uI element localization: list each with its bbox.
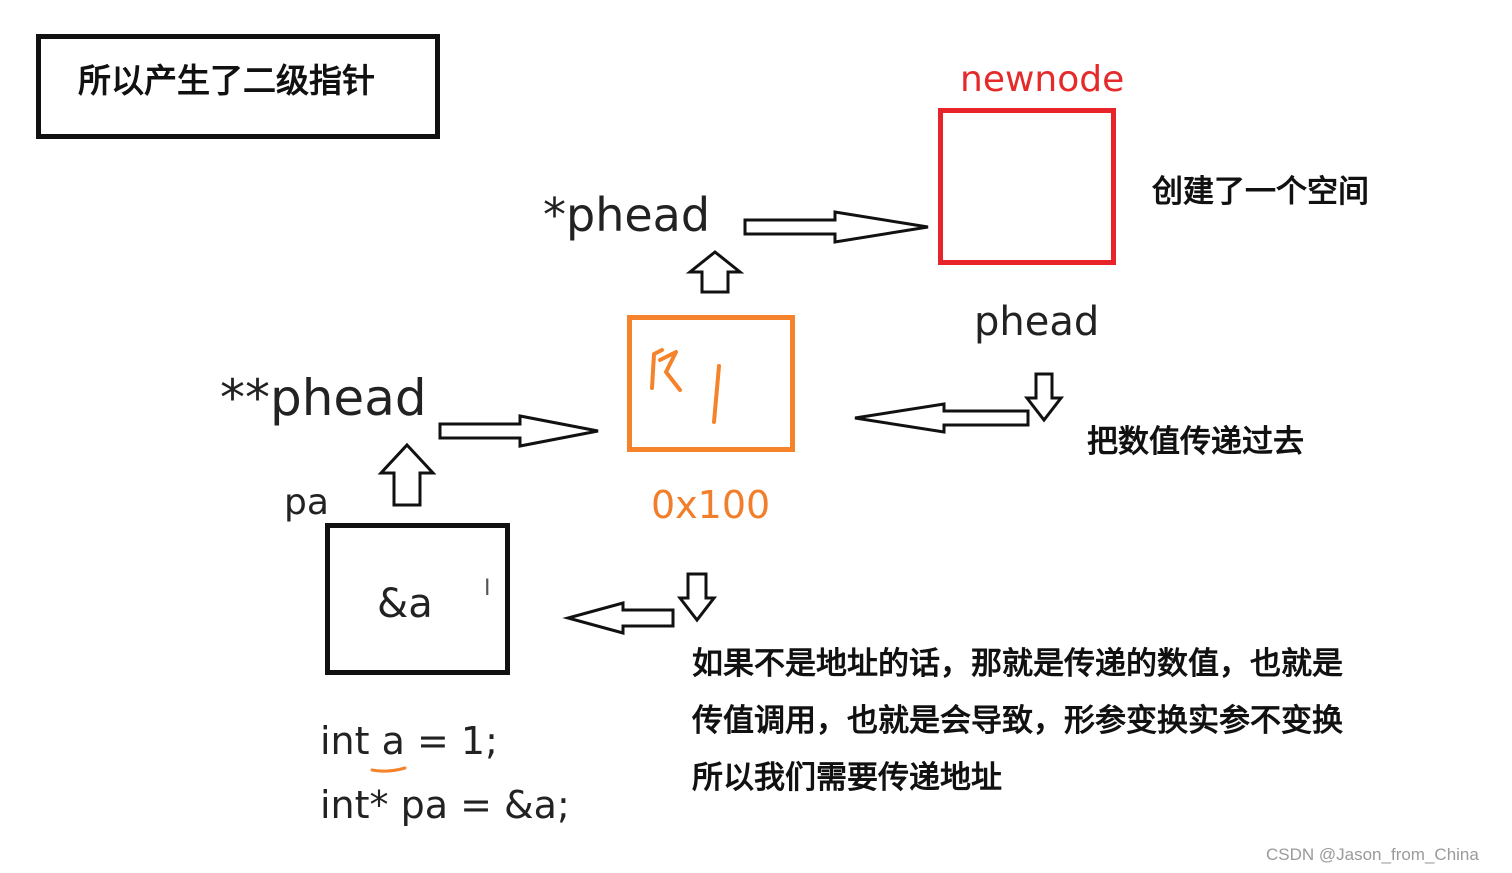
pa-value: &a: [377, 581, 433, 627]
address-label: 0x100: [651, 483, 771, 527]
space-created-note: 创建了一个空间: [1152, 174, 1369, 210]
code-line-1: int a = 1;: [320, 719, 498, 763]
arrow-up-to-single-pointer: [685, 250, 745, 294]
newnode-label: newnode: [960, 59, 1125, 100]
arrow-down-near-explanation: [676, 572, 718, 623]
arrow-left-to-middle-box: [854, 402, 1030, 434]
text-cursor-icon: I: [484, 576, 491, 601]
middle-box: [627, 315, 795, 452]
scribble-mark-1: [650, 348, 682, 392]
title-box: [36, 34, 440, 139]
arrow-right-to-newnode: [743, 210, 929, 244]
explanation-line-1: 如果不是地址的话，那就是传递的数值，也就是: [692, 646, 1343, 682]
arrow-left-to-pa-box: [562, 601, 675, 635]
title-text: 所以产生了二级指针: [78, 61, 375, 100]
explanation-line-3: 所以我们需要传递地址: [692, 760, 1002, 796]
underline-mark: [370, 766, 407, 773]
code-line-2: int* pa = &a;: [320, 783, 570, 827]
scribble-mark-2: [712, 364, 721, 424]
newnode-box: [938, 108, 1116, 265]
pa-label: pa: [284, 482, 329, 523]
phead-label: phead: [974, 299, 1100, 345]
arrow-right-to-middle-box: [438, 414, 599, 448]
arrow-up-to-double-pointer: [377, 442, 437, 507]
pa-box: [325, 523, 510, 675]
explanation-line-2: 传值调用，也就是会导致，形参变换实参不变换: [692, 703, 1343, 739]
single-pointer-label: *phead: [543, 188, 711, 242]
watermark: CSDN @Jason_from_China: [1266, 845, 1479, 864]
double-pointer-label: **phead: [220, 369, 427, 427]
arrow-down-near-phead: [1023, 372, 1065, 423]
pass-value-note: 把数值传递过去: [1087, 424, 1304, 460]
